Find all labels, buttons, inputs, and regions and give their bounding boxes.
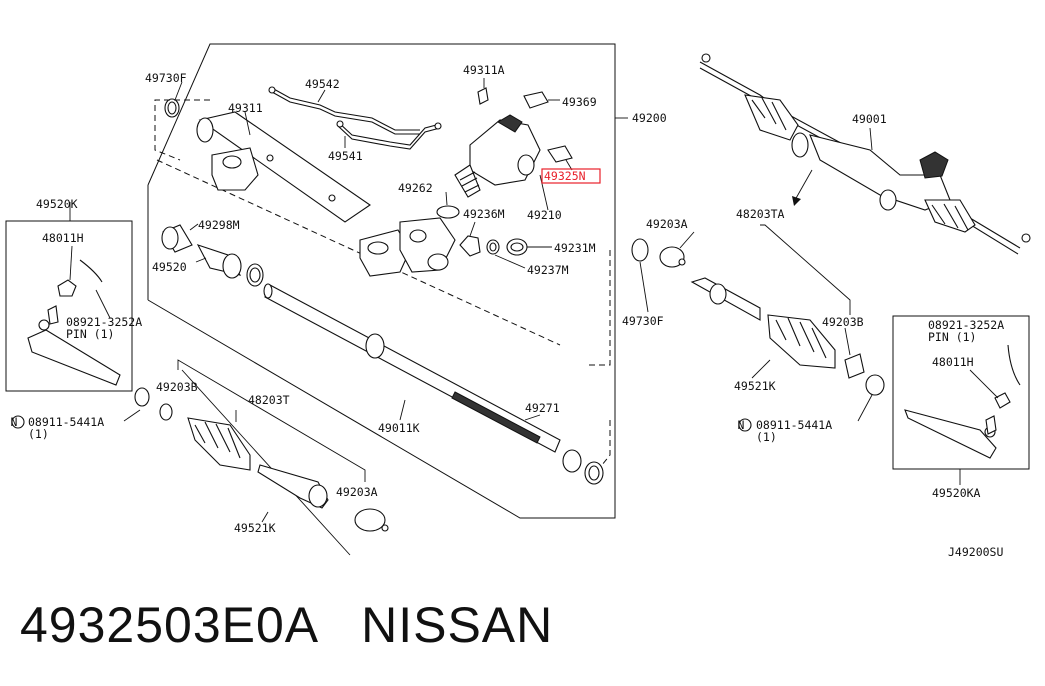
nut-08911-left xyxy=(11,409,141,429)
label-08911-left-qty: (1) xyxy=(28,427,49,441)
label-49520: 49520 xyxy=(152,260,187,274)
tie-rod-end-right-box xyxy=(892,315,1030,485)
label-48203TA: 48203TA xyxy=(736,207,785,221)
diagram-code: J49200SU xyxy=(948,545,1003,559)
label-49200: 49200 xyxy=(632,111,667,125)
label-49262: 49262 xyxy=(398,181,433,195)
label-08921-left: 08921-3252A xyxy=(66,315,142,329)
assembly-frame-49200 xyxy=(147,43,628,519)
label-49203B-right: 49203B xyxy=(822,315,864,329)
label-49369: 49369 xyxy=(562,95,597,109)
left-tie-rod-group xyxy=(134,359,389,556)
part-number: 4932503E0A xyxy=(20,597,317,653)
label-08911-right: 08911-5441A xyxy=(756,418,832,432)
valve-small-parts xyxy=(477,78,573,171)
tie-rod-end-left-box xyxy=(5,202,133,392)
control-valve-49210 xyxy=(454,114,549,211)
n-symbol-right: N xyxy=(738,418,745,432)
label-49311: 49311 xyxy=(228,101,263,115)
seal-49730F-left xyxy=(164,81,183,118)
label-08921-right: 08921-3252A xyxy=(928,318,1004,332)
label-48011H-right: 48011H xyxy=(932,355,974,369)
rack-49011K xyxy=(263,283,604,485)
label-49001: 49001 xyxy=(852,112,887,126)
label-49730F-top: 49730F xyxy=(145,71,187,85)
label-49231M: 49231M xyxy=(554,241,596,255)
highlight-box xyxy=(541,168,601,184)
label-pin-left: PIN (1) xyxy=(66,327,114,341)
label-49521K-left: 49521K xyxy=(234,521,276,535)
part-caption: 4932503E0A NISSAN xyxy=(20,596,553,654)
label-08911-left: 08911-5441A xyxy=(28,415,104,429)
label-49271: 49271 xyxy=(525,401,560,415)
parts-diagram: 49730F 49311 49542 49311A 49369 49200 49… xyxy=(5,43,1031,559)
label-49236M: 49236M xyxy=(463,207,505,221)
label-49311A: 49311A xyxy=(463,63,505,77)
label-49730F-right: 49730F xyxy=(622,314,664,328)
n-symbol-left: N xyxy=(11,415,18,429)
label-49237M: 49237M xyxy=(527,263,569,277)
label-48203T: 48203T xyxy=(248,393,290,407)
seal-parts-4923x xyxy=(459,221,552,269)
label-49521K-right: 49521K xyxy=(734,379,776,393)
bushings-49298M xyxy=(161,223,264,287)
label-08911-right-qty: (1) xyxy=(756,430,777,444)
hydraulic-pipes xyxy=(268,86,442,150)
o-ring-49262 xyxy=(436,191,460,219)
label-49011K: 49011K xyxy=(378,421,420,435)
right-tie-rod-group xyxy=(631,224,885,432)
label-49520KA: 49520KA xyxy=(932,486,981,500)
label-48011H-left: 48011H xyxy=(42,231,84,245)
label-49203A-right: 49203A xyxy=(646,217,688,231)
brand-name: NISSAN xyxy=(361,597,554,653)
label-49520K: 49520K xyxy=(36,197,78,211)
label-49210: 49210 xyxy=(527,208,562,222)
gear-housing-49311 xyxy=(196,111,456,277)
label-49298M: 49298M xyxy=(198,218,240,232)
label-49541: 49541 xyxy=(328,149,363,163)
rack-assembly-49001 xyxy=(699,53,1031,255)
label-49203A-left: 49203A xyxy=(336,485,378,499)
label-49325N-highlight: 49325N xyxy=(544,169,586,183)
label-49542: 49542 xyxy=(305,77,340,91)
label-49203B-left: 49203B xyxy=(156,380,198,394)
label-pin-right: PIN (1) xyxy=(928,330,976,344)
